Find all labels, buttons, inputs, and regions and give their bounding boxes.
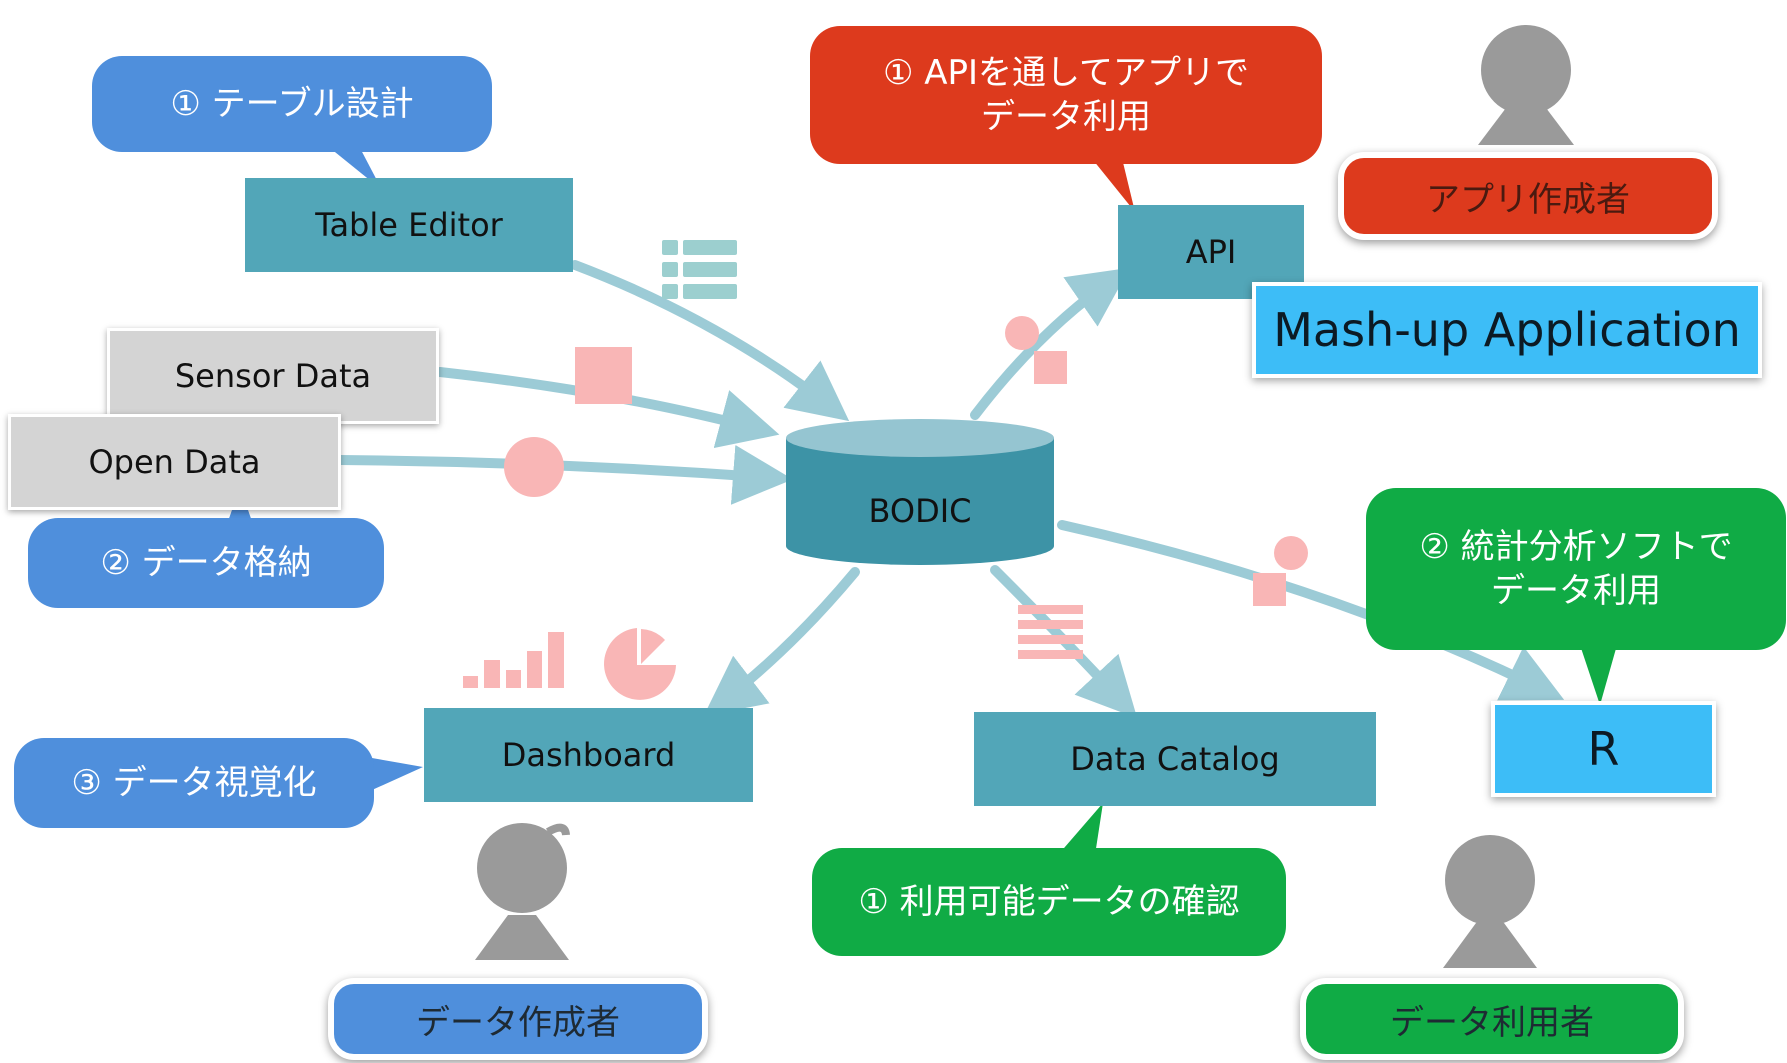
arrow-bodic-to-api [970, 267, 1130, 420]
tail-api-use [1085, 150, 1135, 212]
mixed-data-icon-2 [1253, 536, 1308, 606]
bubble-stats-line2: データ利用 [1491, 571, 1661, 611]
r-node[interactable]: R [1491, 701, 1716, 797]
arrow-bodic-to-dashboard [703, 567, 860, 716]
tail-visualize [372, 758, 423, 790]
tail-catalog-check [1058, 803, 1103, 855]
data-catalog-node[interactable]: Data Catalog [974, 712, 1376, 806]
bubble-stats-line1: ② 統計分析ソフトで [1419, 527, 1733, 567]
role-app-creator: アプリ作成者 [1338, 152, 1718, 240]
role-data-user: データ利用者 [1300, 978, 1684, 1060]
table-list-icon [662, 240, 737, 299]
bubble-catalog-check: ① 利用可能データの確認 [812, 848, 1286, 956]
person-icon-app-creator [1478, 25, 1574, 145]
bar-chart-icon [463, 632, 564, 688]
arrow-bodic-to-r [1057, 520, 1565, 701]
person-hair-curl [545, 823, 570, 836]
bodic-label: BODIC [868, 492, 972, 530]
person-icon-data-user [1443, 835, 1537, 968]
bubble-stats: ② 統計分析ソフトで データ利用 [1366, 488, 1786, 650]
dashboard-node[interactable]: Dashboard [424, 708, 753, 802]
bubble-data-store: ② データ格納 [28, 518, 384, 608]
mashup-application-node[interactable]: Mash-up Application [1252, 282, 1762, 378]
pie-chart-icon [604, 628, 676, 700]
arrow-table-editor-to-bodic [570, 260, 850, 422]
square-data-icon [575, 347, 632, 404]
bubble-api-use: ① APIを通してアプリで データ利用 [810, 26, 1322, 164]
sensor-data-node[interactable]: Sensor Data [107, 328, 439, 424]
bubble-api-use-line1: ① APIを通してアプリで [882, 53, 1250, 93]
table-editor-node[interactable]: Table Editor [245, 178, 573, 272]
role-data-creator: データ作成者 [328, 978, 708, 1060]
person-icon-data-creator [475, 823, 569, 960]
bubble-api-use-line2: データ利用 [981, 97, 1151, 137]
circle-data-icon [504, 437, 564, 497]
mixed-data-icon [1005, 316, 1067, 384]
catalog-lines-icon [1018, 605, 1083, 659]
bodic-database [786, 419, 1054, 565]
bubble-table-design: ① テーブル設計 [92, 56, 492, 152]
tail-stats [1580, 645, 1617, 705]
bubble-visualize: ③ データ視覚化 [14, 738, 374, 828]
open-data-node[interactable]: Open Data [8, 414, 341, 510]
